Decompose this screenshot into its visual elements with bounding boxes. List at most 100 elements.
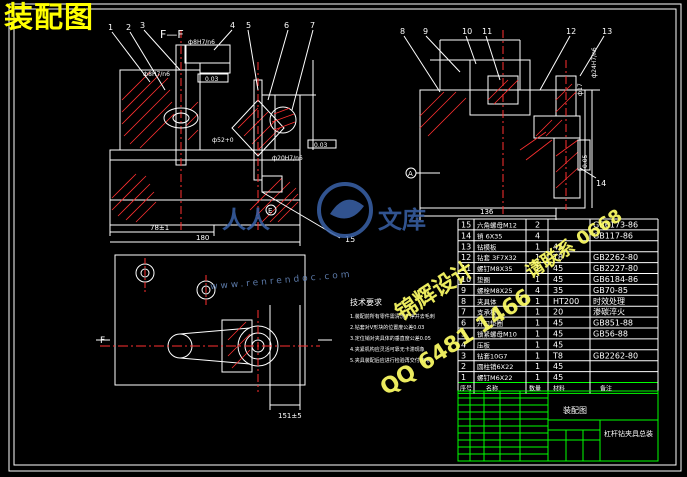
dim-136: 136	[480, 208, 494, 216]
sheet-inner-frame	[13, 8, 677, 466]
bom-cell: GB2262-80	[593, 253, 638, 262]
bom-cell: 螺钉M6X22	[477, 373, 512, 382]
tolerance-box-1: 0.03	[205, 76, 219, 83]
bom-cell: 13	[461, 242, 471, 251]
bom-cell: GB56-88	[593, 330, 628, 339]
plan-lever	[179, 327, 251, 365]
bom-cell: 45	[553, 275, 563, 284]
bom-cell: 1	[535, 308, 540, 317]
bom-cell: 15	[461, 221, 471, 230]
watermark-brand-right: 文库	[378, 206, 426, 234]
view-marker-e-circle	[265, 204, 277, 216]
balloon-6: 6	[284, 21, 289, 30]
title-block-part-name: 杠杆钻夹具总装	[604, 429, 653, 438]
bom-cell: 圆柱销6X22	[477, 362, 513, 371]
bom-cell: 9	[461, 286, 466, 295]
bom-cell: 1	[535, 275, 540, 284]
bom-cell: 螺钉M8X35	[477, 264, 512, 273]
view-marker-f: F	[100, 336, 105, 346]
bom-cell: 锁紧螺母M10	[477, 330, 517, 339]
bom-cell: 时效处理	[593, 296, 625, 306]
bom-cell: 20	[553, 308, 563, 317]
bom-cell: 4	[461, 340, 466, 349]
balloon-4: 4	[230, 21, 235, 30]
plan-view	[114, 254, 306, 410]
side-view	[419, 30, 600, 220]
bom-cell: GB851-88	[593, 319, 633, 328]
balloon-2: 2	[126, 23, 131, 32]
balloon-10: 10	[462, 27, 472, 36]
section-label: F—F	[160, 28, 184, 41]
dim-78: 78±1	[150, 224, 169, 232]
bom-cell: 夹具体	[477, 297, 497, 306]
bom-cell: 6	[461, 319, 466, 328]
bom-cell: 4	[535, 286, 540, 295]
bom-cell: 14	[461, 231, 471, 240]
fit-label-3: ф20H7/n6	[272, 155, 303, 162]
dim-151: 151±5	[278, 412, 302, 420]
view-marker-a: A	[408, 170, 413, 178]
fit-label-6: ф52+0	[212, 137, 234, 144]
bom-cell: 3	[461, 351, 466, 360]
hatch-upper-body	[121, 71, 199, 149]
bom-cell: 45	[553, 319, 563, 328]
bom-cell: GB2262-80	[593, 351, 638, 360]
bom-cell: GB70-85	[593, 286, 628, 295]
diamond-part	[231, 99, 285, 157]
section-view-ff	[109, 30, 316, 246]
bom-cell: 45	[553, 340, 563, 349]
bom-cell: 45	[553, 242, 563, 251]
bom-cell: GB6184-86	[593, 275, 638, 284]
watermark-brand-left: 人人	[222, 206, 270, 234]
watermark-logo: 人人 文库	[222, 182, 426, 238]
bom-cell: 垫圈	[477, 275, 490, 284]
bom-cell: 45	[553, 373, 563, 382]
bom-cell: 45	[553, 330, 563, 339]
bom-cell: 45	[553, 362, 563, 371]
balloon-3: 3	[140, 21, 145, 30]
dim-180: 180	[196, 234, 209, 242]
tolerance-box-3: 0.05	[582, 154, 589, 168]
bom-cell: 1	[535, 351, 540, 360]
view-marker-e: E	[268, 207, 272, 215]
bom-cell: 1	[535, 253, 540, 262]
side-plate	[533, 115, 581, 139]
bom-header-cell: 数量	[529, 385, 541, 393]
fit-label-1: ф8H7/n6	[188, 39, 215, 46]
leaders-side	[403, 35, 605, 179]
bom-cell: 压板	[477, 340, 491, 349]
balloon-11: 11	[482, 27, 492, 36]
tech-req-line-5: 5.夹具装配后应进行检验再交付使用	[350, 357, 430, 364]
hatch-base-left	[111, 173, 157, 223]
bom-cell: 7	[461, 308, 466, 317]
bom-header-cell: 材料	[553, 385, 565, 393]
bom-header-cell: 序号	[460, 385, 472, 393]
tech-req-heading: 技术要求	[350, 297, 382, 307]
bom-cell: 35	[553, 286, 563, 295]
bom-cell: 1	[461, 373, 466, 382]
bom-cell: 12	[461, 253, 471, 262]
bom-cell: 1	[535, 340, 540, 349]
bom-cell: GB2227-80	[593, 264, 638, 273]
bom-cell: 10	[461, 275, 471, 284]
sheet-outer-frame	[8, 3, 682, 472]
bom-cell: 2	[535, 221, 540, 230]
bom-cell: 钻模板	[477, 242, 497, 251]
fit-label-5: ф17	[577, 83, 584, 96]
tech-req-line-1: 1.装配前所有零件需清洗干净并去毛刺	[350, 313, 435, 320]
bom-cell: 8	[461, 297, 466, 306]
plan-body	[114, 254, 306, 386]
bom-cell: 螺栓M8X25	[477, 286, 512, 295]
hatch-side	[419, 79, 579, 189]
bom-cell: 支承板	[477, 308, 497, 317]
bom-cell: T8	[552, 253, 563, 262]
bom-cell: 1	[535, 242, 540, 251]
balloon-7: 7	[310, 21, 315, 30]
bom-cell: 1	[535, 330, 540, 339]
bom-cell: HT200	[553, 297, 579, 306]
bom-cell: 六角螺母M12	[477, 221, 517, 230]
leaders-front	[111, 29, 341, 239]
bom-cell: 11	[461, 264, 471, 273]
bom-cell: 1	[535, 264, 540, 273]
